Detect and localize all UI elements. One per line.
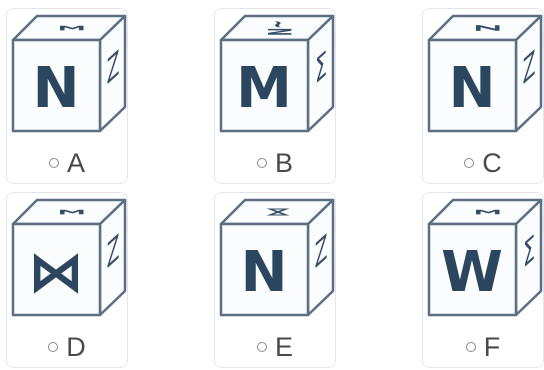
option-radio-row[interactable]: E (215, 329, 335, 365)
cube-illustration: NΣZ (7, 9, 128, 143)
cube-front-letter: N (241, 240, 288, 305)
option-radio-row[interactable]: F (423, 329, 543, 365)
radio-button[interactable] (257, 342, 267, 352)
cube-top-letter: Σ (468, 209, 506, 215)
option-label: C (482, 150, 502, 177)
option-radio-row[interactable]: A (7, 145, 127, 181)
cube-front-letter: N (33, 56, 80, 121)
cube-top-letter: Σ (52, 209, 90, 215)
cube-front-letter: W (441, 240, 503, 305)
cube-illustration: M~NΣ (215, 9, 336, 143)
cube-front-letter: M (236, 56, 292, 121)
cube-top-letter: ⋈ (260, 208, 298, 217)
option-label: F (484, 334, 501, 361)
cube-front-letter: ⋈ (28, 240, 84, 305)
cube-top-letter: Z (468, 25, 506, 32)
cube-illustration: N⋈Z (215, 193, 336, 327)
cube-illustration: WΣΣ (423, 193, 544, 327)
radio-button[interactable] (466, 342, 476, 352)
radio-button[interactable] (48, 342, 58, 352)
radio-button[interactable] (257, 158, 267, 168)
radio-button[interactable] (464, 158, 474, 168)
option-label: A (67, 150, 85, 177)
radio-button[interactable] (49, 158, 59, 168)
option-radio-row[interactable]: C (423, 145, 543, 181)
cube-top-letter: ~N (260, 20, 298, 35)
option-label: E (275, 334, 293, 361)
cube-top-letter: Σ (52, 25, 90, 31)
option-label: D (66, 334, 86, 361)
option-label: B (275, 150, 293, 177)
option-radio-row[interactable]: B (215, 145, 335, 181)
cube-illustration: NZZ (423, 9, 544, 143)
option-radio-row[interactable]: D (7, 329, 127, 365)
cube-front-letter: N (449, 56, 496, 121)
cube-illustration: ⋈ΣZ (7, 193, 128, 327)
